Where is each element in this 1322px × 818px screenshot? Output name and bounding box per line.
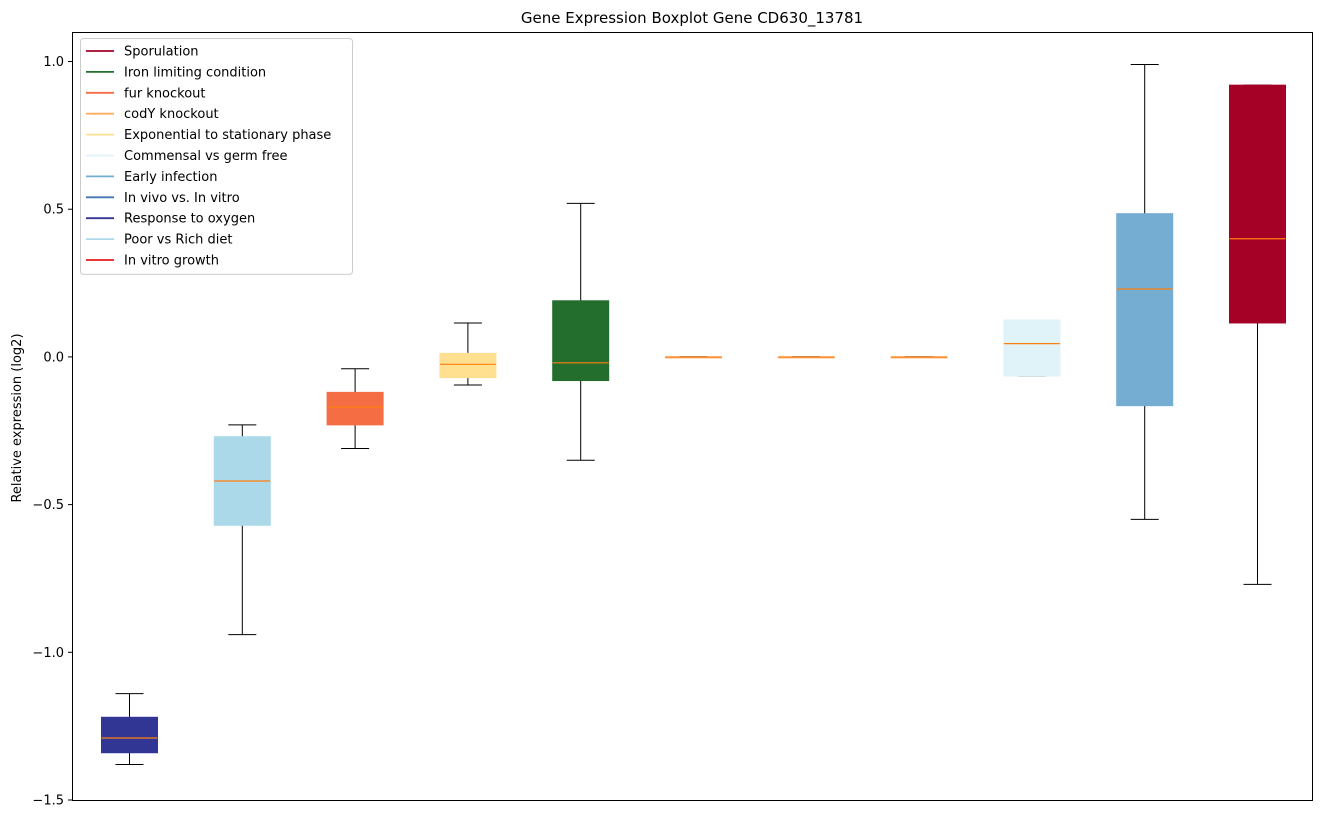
box-11 — [1229, 84, 1286, 585]
legend-label: In vivo vs. In vitro — [124, 191, 240, 206]
legend-label: codY knockout — [124, 107, 219, 122]
legend-label: Exponential to stationary phase — [124, 128, 331, 143]
box-body — [1003, 319, 1061, 377]
box-body — [101, 716, 158, 754]
box-7 — [777, 356, 835, 359]
legend-label: Poor vs Rich diet — [124, 233, 232, 248]
y-tick-label: −1.0 — [32, 646, 64, 661]
y-tick-label: 0.5 — [43, 203, 64, 218]
y-axis-ticks: 1.0 0.5 0.0 −0.5 −1.0 −1.5 — [32, 55, 72, 809]
box-group — [101, 63, 1286, 766]
legend-label: Sporulation — [124, 45, 199, 60]
box-1 — [101, 693, 158, 766]
y-tick-label: −1.5 — [32, 794, 64, 809]
box-body — [552, 300, 610, 382]
box-9 — [1003, 319, 1061, 377]
chart-title: Gene Expression Boxplot Gene CD630_13781 — [521, 9, 863, 28]
box-6 — [665, 356, 722, 359]
box-body — [439, 352, 497, 379]
box-3 — [326, 368, 384, 449]
y-axis-label: Relative expression (log2) — [10, 333, 25, 502]
legend-label: Early infection — [124, 170, 217, 185]
box-8 — [890, 356, 948, 359]
y-tick-label: 1.0 — [43, 55, 64, 70]
legend-label: Response to oxygen — [124, 212, 255, 227]
legend-label: In vitro growth — [124, 254, 219, 269]
plot-frame — [72, 32, 1313, 801]
legend-label: Iron limiting condition — [124, 65, 266, 80]
box-4 — [439, 322, 497, 386]
legend-frame — [80, 38, 353, 275]
y-tick-label: 0.0 — [43, 350, 64, 365]
box-body — [1116, 213, 1174, 407]
box-body — [1229, 84, 1286, 324]
box-2 — [213, 424, 271, 636]
y-tick-label: −0.5 — [32, 498, 64, 513]
box-5 — [552, 202, 610, 461]
box-body — [326, 391, 384, 426]
legend-label: Commensal vs germ free — [124, 149, 287, 164]
legend-label: fur knockout — [124, 86, 206, 101]
box-10 — [1116, 63, 1174, 520]
